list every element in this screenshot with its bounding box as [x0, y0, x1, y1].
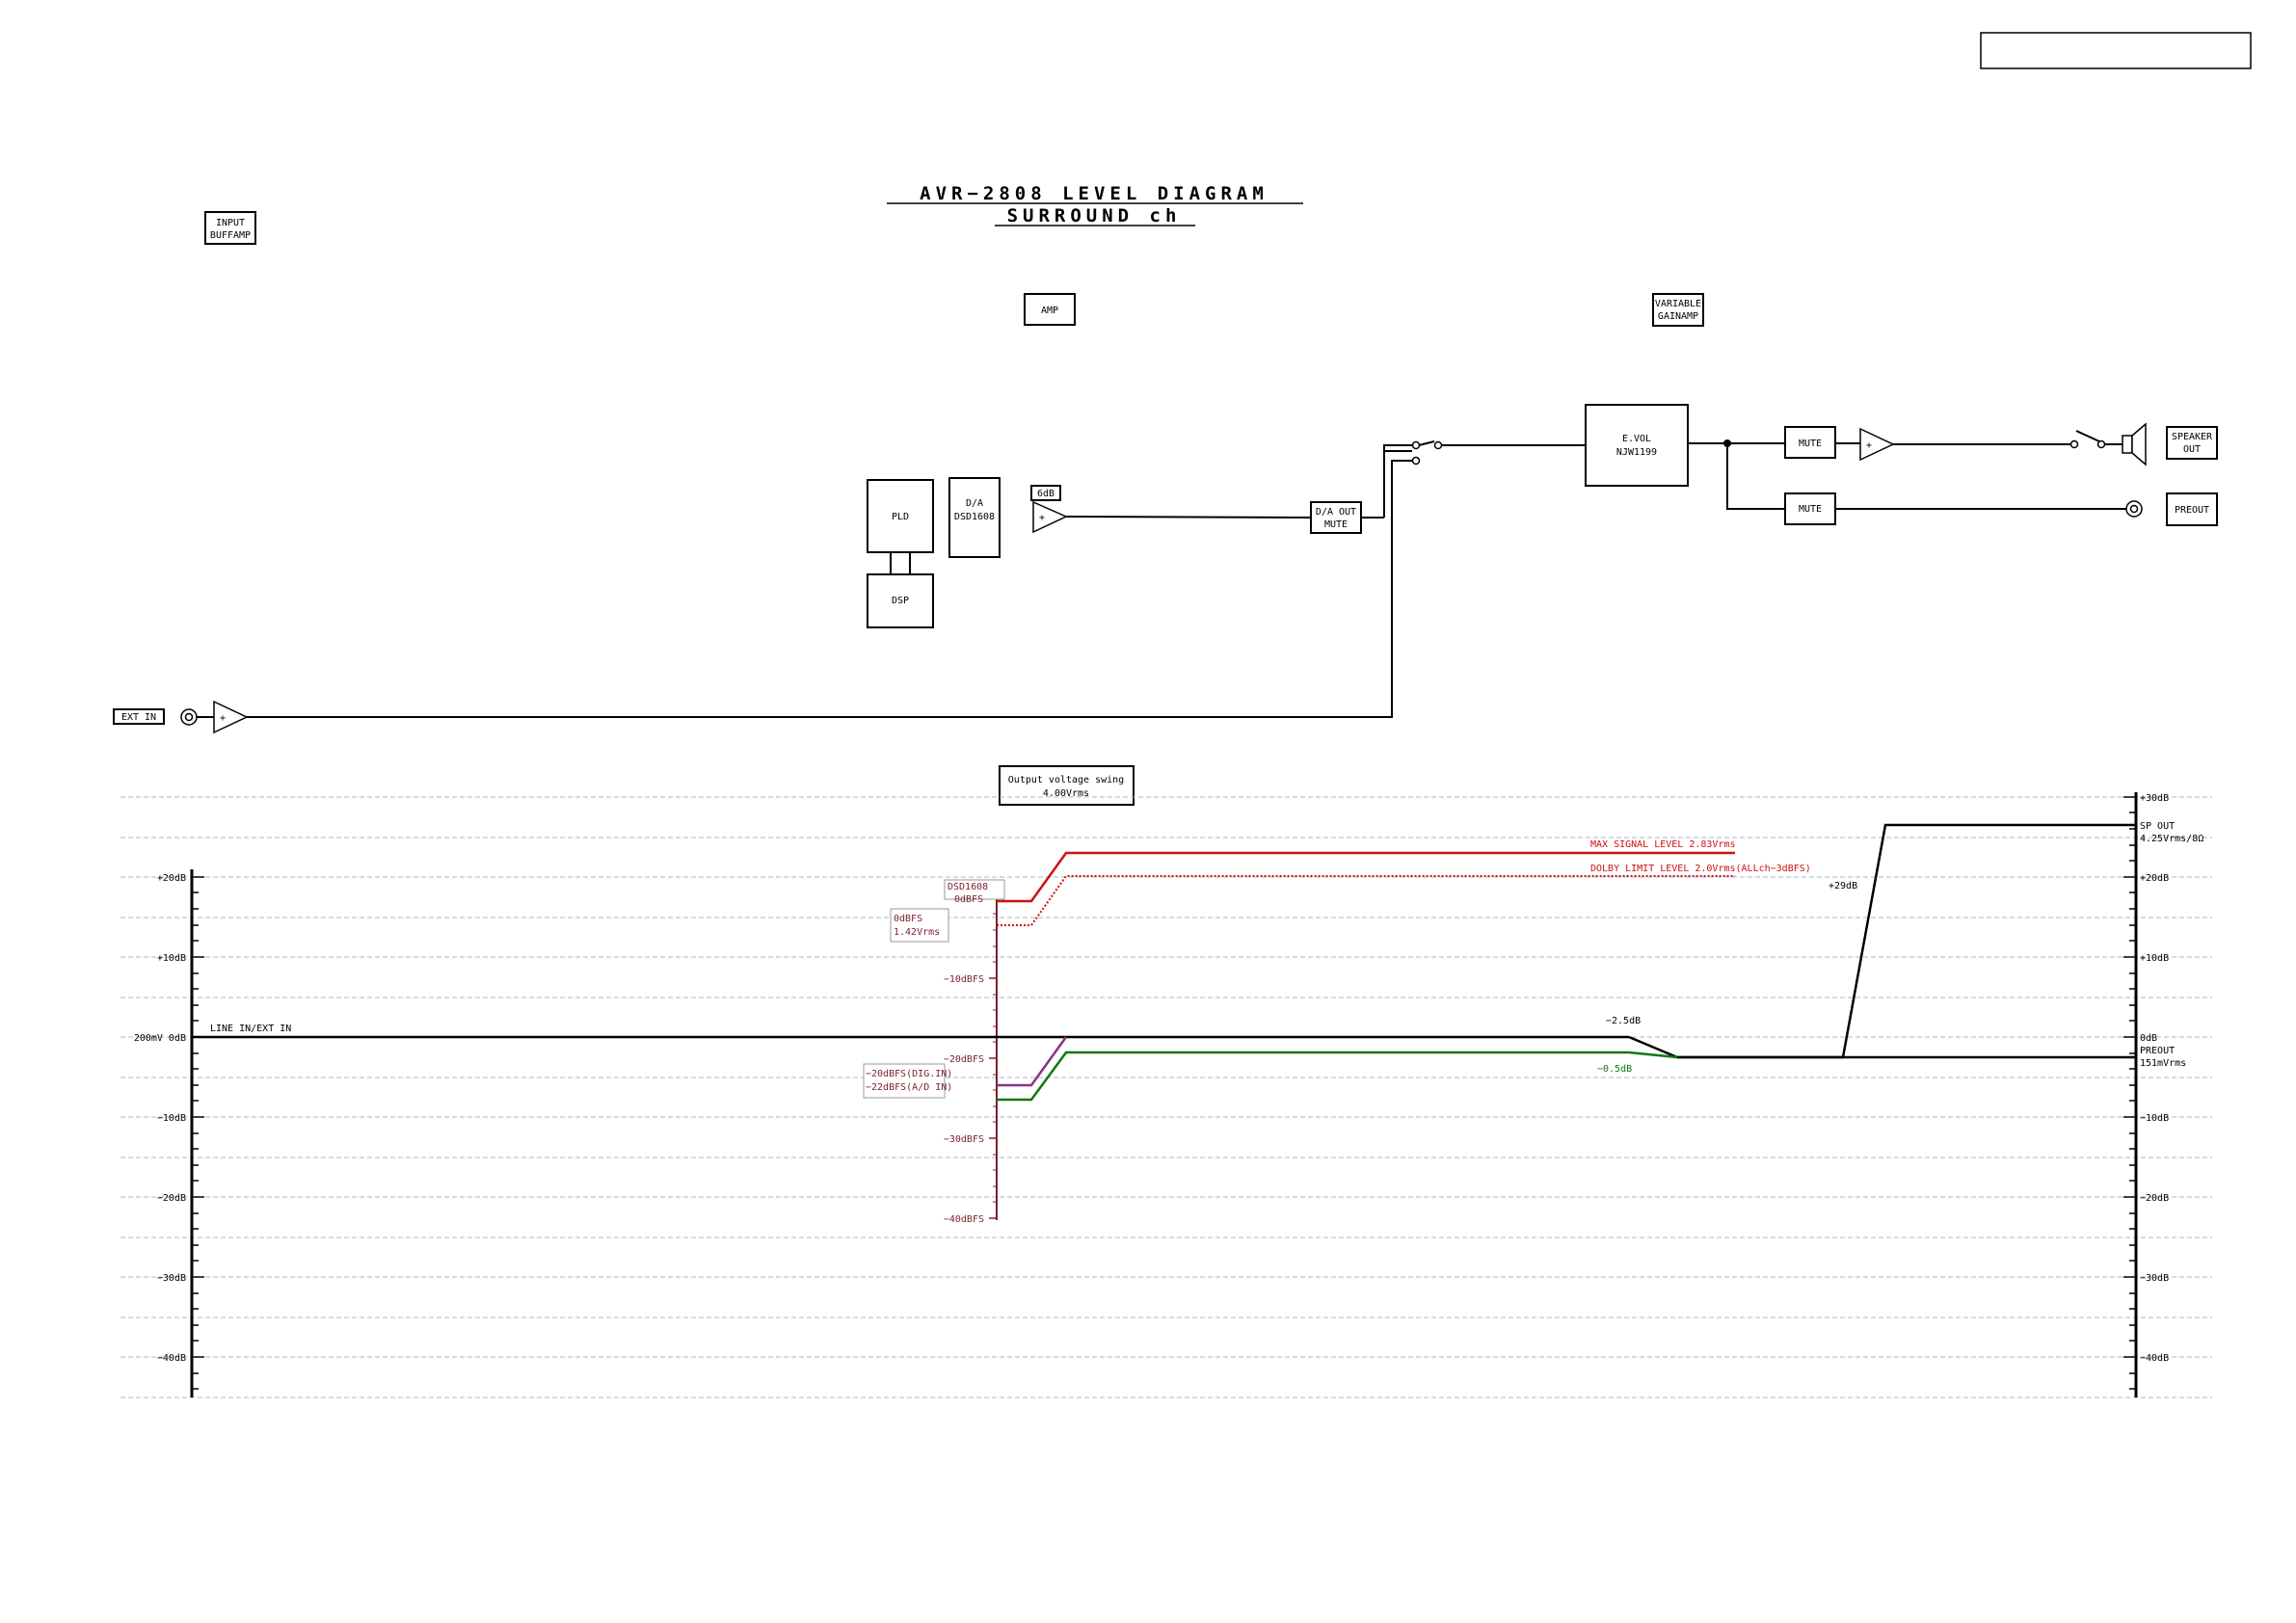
selector-contact-1 [1411, 440, 1421, 450]
dbfs-tick-label: −10dBFS [944, 974, 984, 985]
left-tick-label: −40dB [157, 1353, 186, 1364]
dsd-label-box [944, 879, 1005, 900]
sp-out-label-1: SP OUT [2140, 821, 2175, 832]
selector-common [1433, 440, 1443, 450]
svg-text:0dBFS: 0dBFS [954, 894, 983, 905]
right-tick-label: −40dB [2140, 1353, 2169, 1364]
svg-text:MUTE: MUTE [1799, 504, 1822, 515]
left-tick-label: +10dB [157, 953, 186, 964]
line-in-level-trace [192, 823, 2136, 1059]
svg-text:4.00Vrms: 4.00Vrms [1043, 788, 1089, 799]
svg-text:MUTE: MUTE [1324, 519, 1348, 530]
da-converter-block [948, 477, 1001, 558]
svg-text:+: + [1866, 440, 1872, 451]
dolby-limit-trace [997, 875, 1735, 926]
left-tick-label: −20dB [157, 1193, 186, 1204]
minus25-label: −2.5dB [1606, 1016, 1641, 1026]
svg-text:PLD: PLD [892, 512, 909, 522]
svg-text:DSP: DSP [892, 596, 909, 606]
dbfs-tick-label: −20dBFS [944, 1054, 984, 1065]
svg-text:INPUT: INPUT [216, 218, 245, 228]
power-amp-triangle [1859, 427, 1895, 462]
input-buffamp-triangle [213, 700, 249, 734]
svg-text:GAINAMP: GAINAMP [1658, 311, 1698, 322]
svg-text:Output voltage swing: Output voltage swing [1008, 775, 1124, 785]
svg-text:D/A: D/A [966, 498, 983, 509]
right-tick-label: 0dB [2140, 1033, 2157, 1044]
dbfs-axis [989, 897, 998, 1220]
svg-text:DSD1608: DSD1608 [948, 882, 988, 892]
input-buffamp-label [204, 211, 256, 245]
svg-text:+: + [1039, 513, 1045, 523]
right-tick-label: −10dB [2140, 1113, 2169, 1124]
plus29-label: +29dB [1829, 881, 1857, 891]
da-out-mute-block [1310, 501, 1362, 534]
svg-text:MUTE: MUTE [1799, 439, 1822, 449]
dolby-limit-label: DOLBY LIMIT LEVEL 2.0Vrms(ALLch−3dBFS) [1590, 864, 1811, 874]
max-signal-trace [997, 851, 1735, 903]
svg-text:AMP: AMP [1041, 306, 1058, 316]
svg-text:−22dBFS(A/D IN): −22dBFS(A/D IN) [866, 1082, 952, 1093]
svg-text:VARIABLE: VARIABLE [1655, 299, 1701, 309]
right-tick-label: +30dB [2140, 793, 2169, 804]
preout-level-label-2: 151mVrms [2140, 1058, 2186, 1069]
zero-dbfs-box [890, 908, 949, 943]
right-tick-label: +10dB [2140, 953, 2169, 964]
preout-jack-icon [2125, 500, 2143, 518]
minus05-label: −0.5dB [1597, 1064, 1632, 1075]
svg-text:D/A OUT: D/A OUT [1316, 507, 1356, 518]
right-axis [2123, 792, 2138, 1397]
svg-text:E.VOL: E.VOL [1622, 434, 1651, 444]
title-line1: AVR−2808 LEVEL DIAGRAM [920, 183, 1268, 204]
svg-text:1.42Vrms: 1.42Vrms [894, 927, 940, 938]
ext-in-jack-icon [180, 708, 198, 726]
left-tick-label: 200mV 0dB [134, 1033, 186, 1044]
amp-label [1024, 293, 1076, 326]
svg-text:0dBFS: 0dBFS [894, 914, 922, 924]
ad-in-trace [997, 1051, 1678, 1102]
preout-level-label-1: PREOUT [2140, 1046, 2175, 1056]
speaker-out-label [2166, 426, 2218, 460]
right-tick-label: −30dB [2140, 1273, 2169, 1284]
svg-text:NJW1199: NJW1199 [1616, 447, 1657, 458]
line-in-label: LINE IN/EXT IN [210, 1024, 291, 1034]
svg-text:+: + [220, 713, 226, 724]
svg-text:−20dBFS(DIG.IN): −20dBFS(DIG.IN) [866, 1069, 952, 1079]
evol-block [1585, 404, 1689, 487]
output-swing-box [999, 765, 1135, 806]
dbfs-tick-label: −40dBFS [944, 1214, 984, 1225]
left-tick-label: −30dB [157, 1273, 186, 1284]
dsp-block [867, 573, 934, 628]
sp-out-label-2: 4.25Vrms/8Ω [2140, 834, 2203, 844]
speaker-icon [2122, 422, 2147, 466]
header-box [1980, 32, 2252, 69]
svg-text:BUFFAMP: BUFFAMP [210, 230, 251, 241]
left-axis [190, 869, 204, 1397]
ext-in-label [113, 708, 165, 725]
dig-in-trace [997, 1036, 1068, 1087]
dbfs-tick-label: −30dBFS [944, 1134, 984, 1145]
amp-6db-triangle [1032, 500, 1068, 534]
grid-lines [120, 796, 2212, 1398]
left-tick-label: −10dB [157, 1113, 186, 1124]
svg-text:SPEAKER: SPEAKER [2172, 432, 2213, 442]
max-signal-label: MAX SIGNAL LEVEL 2.83Vrms [1590, 839, 1736, 850]
variable-gainamp-label [1652, 293, 1704, 327]
svg-text:OUT: OUT [2183, 444, 2201, 455]
left-tick-label: +20dB [157, 873, 186, 884]
right-tick-label: −20dB [2140, 1193, 2169, 1204]
svg-text:DSD1608: DSD1608 [954, 512, 995, 522]
svg-text:EXT IN: EXT IN [121, 712, 156, 723]
title-line2: SURROUND ch [1007, 205, 1182, 226]
svg-text:PREOUT: PREOUT [2175, 505, 2209, 516]
dig-in-box [863, 1063, 946, 1099]
gain-6db-label [1030, 485, 1061, 501]
selector-contact-2 [1411, 456, 1421, 466]
right-tick-label: +20dB [2140, 873, 2169, 884]
svg-text:6dB: 6dB [1037, 489, 1055, 499]
pld-block [867, 479, 934, 553]
preout-label [2166, 492, 2218, 526]
